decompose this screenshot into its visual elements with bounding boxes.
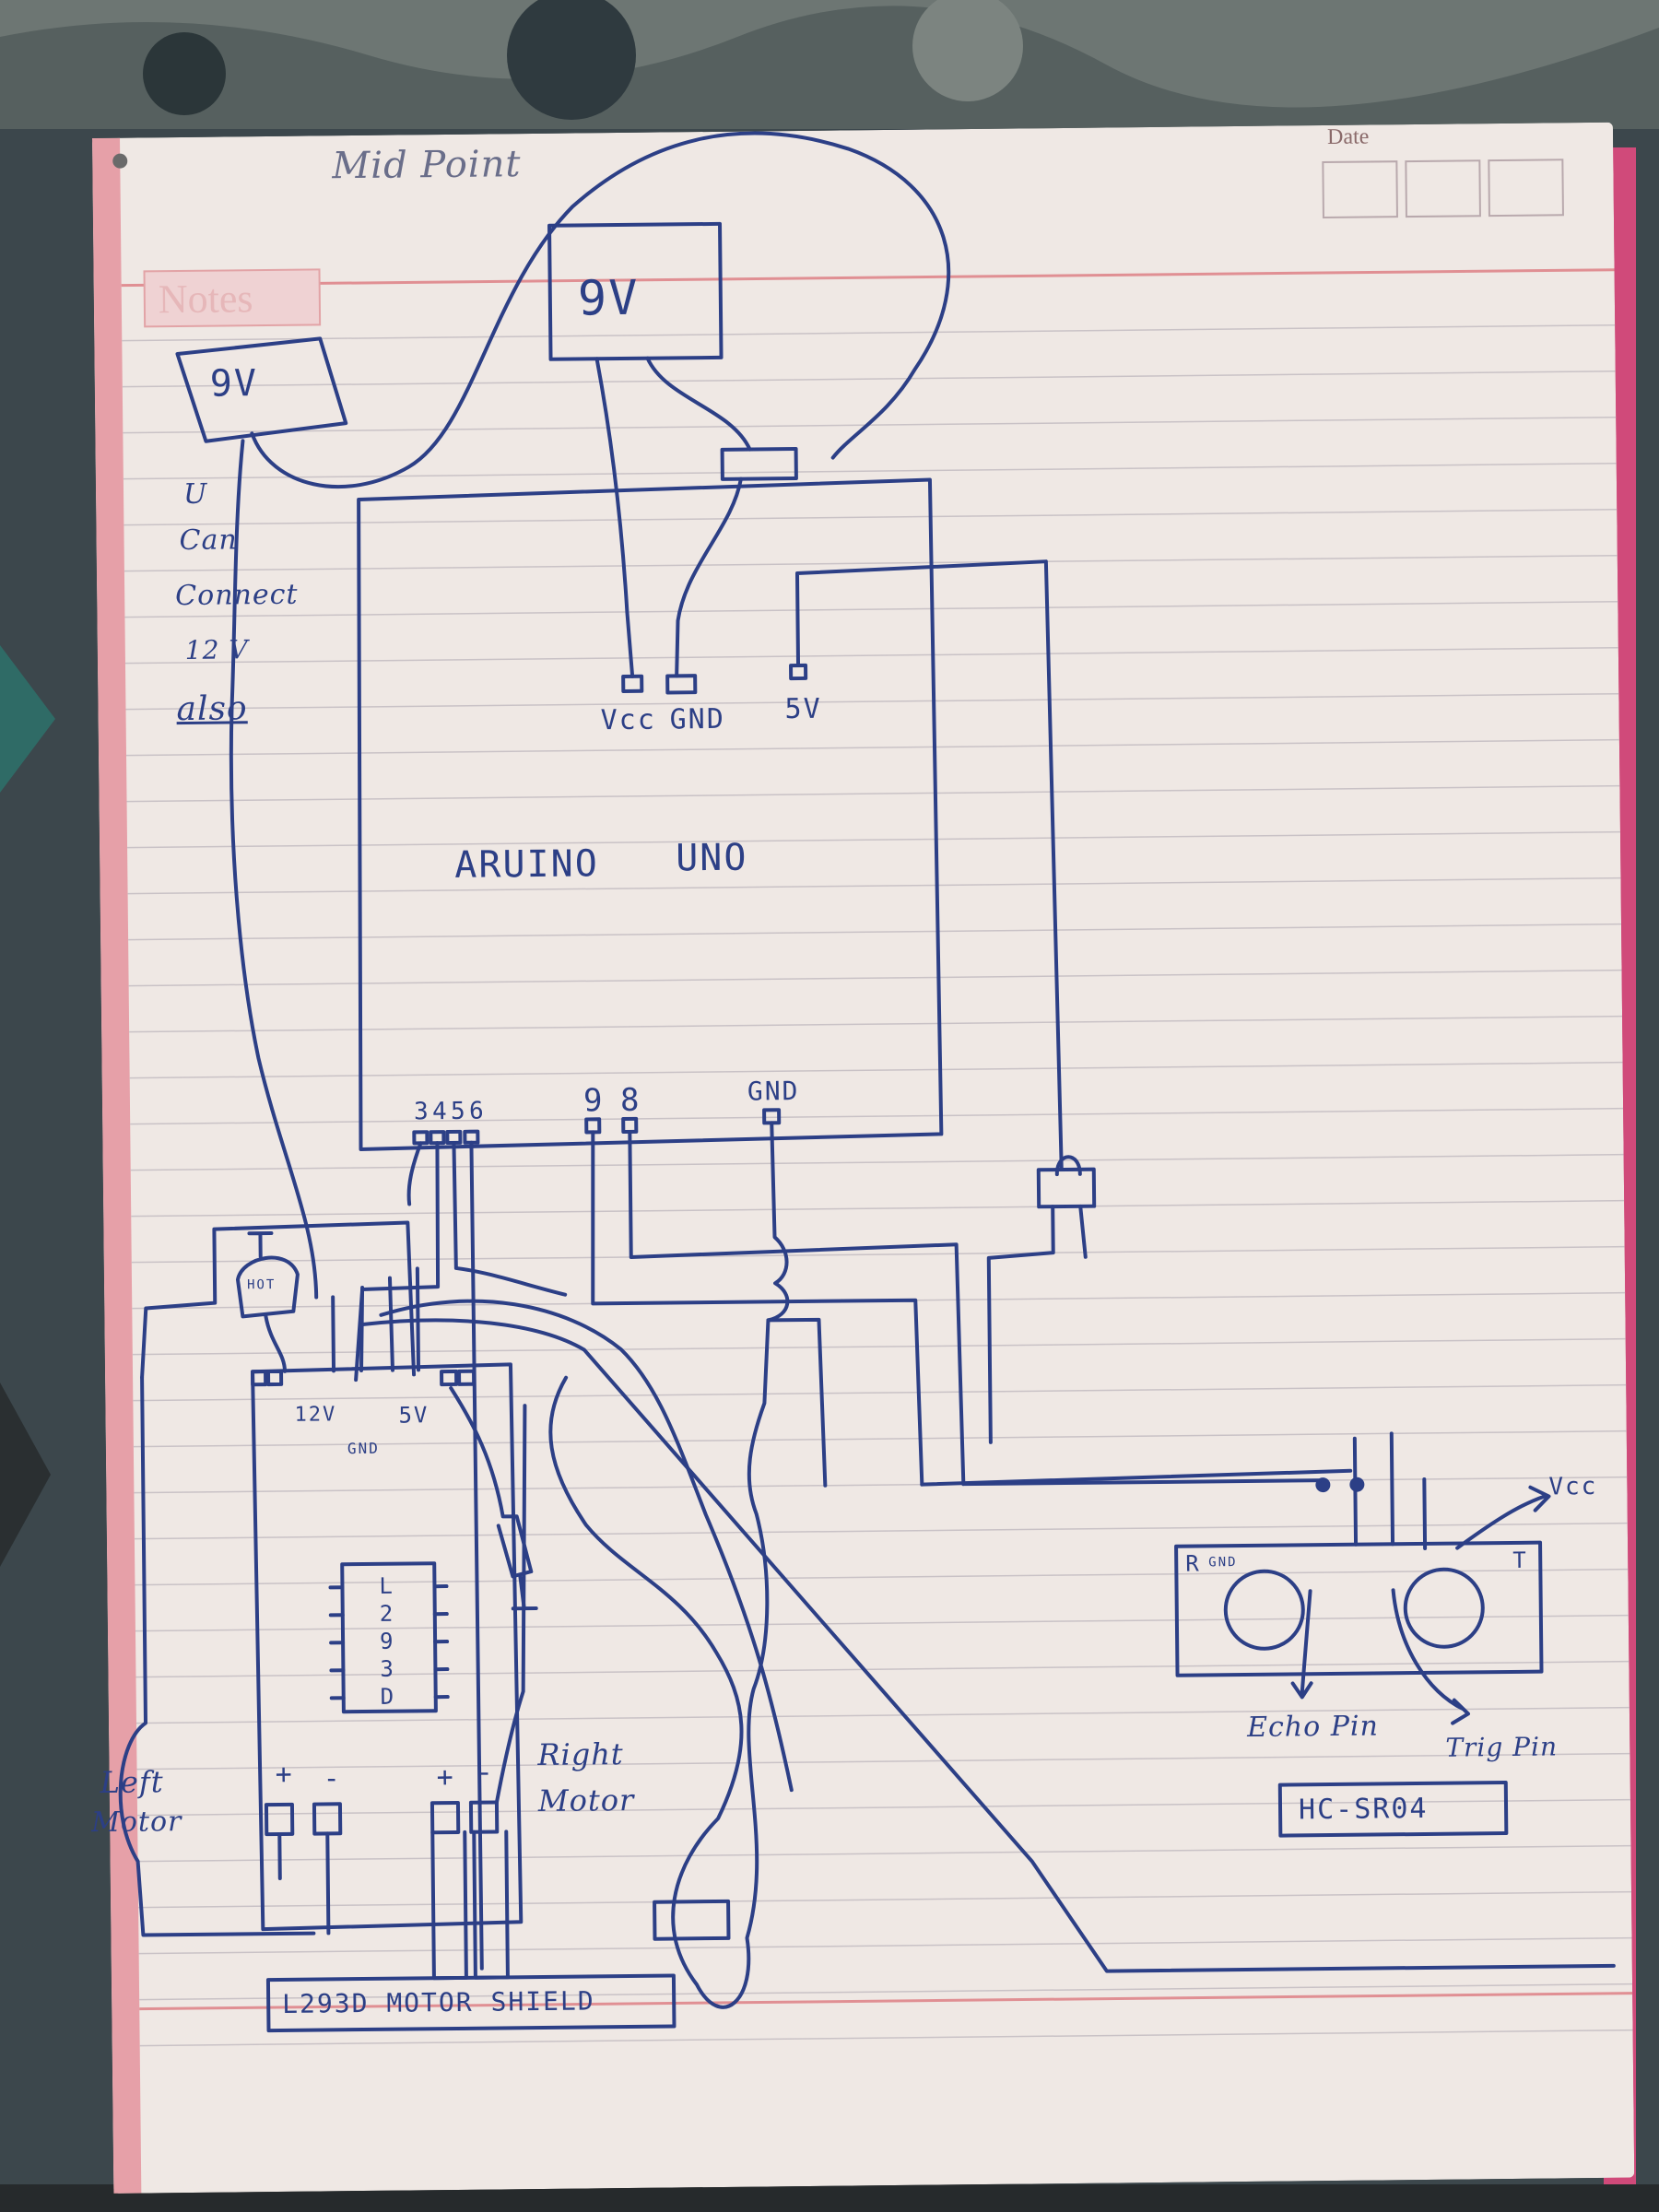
battery-top-label: 9V — [577, 270, 640, 327]
hot-label: HOT — [246, 1277, 276, 1293]
sensor-receiver — [1223, 1569, 1305, 1651]
shield-board — [251, 1362, 524, 1932]
wire-left-battery-loop — [250, 131, 951, 488]
sensor-t-label: T — [1512, 1547, 1528, 1573]
sensor-vcc-label: Vcc — [1548, 1472, 1598, 1501]
pin-label-gnd-bottom: GND — [747, 1076, 800, 1107]
right-motor-label-2: Motor — [537, 1782, 635, 1819]
pin-num-6: 6 — [468, 1097, 486, 1125]
left-motor-outline — [140, 1220, 417, 1380]
ruled-lines — [122, 324, 1633, 2047]
date-label: Date — [1326, 124, 1370, 149]
chip-letter-2: 2 — [379, 1600, 395, 1627]
right-motor-minus: - — [476, 1756, 495, 1789]
bottom-switch — [653, 1899, 731, 1941]
note-line-1: U — [182, 477, 208, 511]
capacitor — [449, 1385, 534, 1579]
arduino-title-a: ARUINO — [454, 842, 600, 887]
battery-left-box — [175, 336, 348, 443]
pin-gnd — [665, 674, 698, 695]
pin-num-8: 8 — [619, 1081, 641, 1120]
sensor-name: HC-SR04 — [1298, 1792, 1429, 1827]
date-boxes — [1322, 159, 1564, 219]
left-motor-plus: + — [275, 1758, 294, 1792]
wire-pin8 — [628, 1129, 966, 1487]
left-motor-label-1: Left — [100, 1764, 164, 1801]
notebook-page: Date Notes Mid Point 9V 9V U Can Connect… — [90, 122, 1635, 2194]
pin-label-vcc: Vcc — [600, 703, 657, 737]
echo-pin-label: Echo Pin — [1246, 1710, 1380, 1744]
wire-switch-gnd — [675, 477, 743, 678]
regulator — [235, 1255, 300, 1319]
chip-letter-1: L — [379, 1572, 395, 1599]
wiring — [118, 131, 1616, 2033]
right-motor-terminal-minus — [468, 1800, 500, 1834]
connector-vcc — [1036, 1167, 1097, 1209]
notes-label: Notes — [158, 276, 253, 323]
note-line-5: also — [176, 689, 248, 729]
wire-top-battery-switch — [645, 356, 752, 452]
right-motor-label-1: Right — [537, 1736, 624, 1773]
wire-gnd-bottom — [548, 1121, 790, 2009]
arduino-board — [357, 477, 944, 1152]
sketch-diagram — [92, 122, 1635, 2194]
trig-pin-label: Trig Pin — [1445, 1731, 1559, 1763]
pin-label-gnd: GND — [669, 702, 726, 736]
shield-label-box — [265, 1973, 677, 2033]
left-motor-label-2: Motor — [90, 1806, 182, 1840]
pin-label-5v: 5V — [784, 692, 822, 726]
pin-num-9: 9 — [582, 1082, 605, 1120]
hcsr04-label-box — [1277, 1781, 1509, 1838]
battery-left-label: 9V — [209, 362, 259, 406]
battery-top-box — [547, 221, 724, 361]
page-binding — [92, 137, 142, 2194]
chip-letter-3: 9 — [379, 1628, 395, 1654]
note-line-2: Can — [179, 524, 238, 558]
terminal-5v: 5V — [398, 1402, 429, 1429]
note-line-4: 12 V — [184, 634, 249, 665]
left-motor-minus: - — [323, 1762, 342, 1795]
terminal-12v: 12V — [294, 1403, 337, 1427]
pin-num-5: 5 — [450, 1097, 467, 1125]
pin-num-4: 4 — [431, 1098, 449, 1126]
wire-5v — [794, 559, 1064, 1172]
pin-num-3: 3 — [413, 1098, 430, 1126]
pin-vcc — [621, 674, 644, 693]
notes-tab — [143, 268, 322, 328]
sensor-gnd-label: GND — [1208, 1555, 1238, 1571]
sensor-transmitter — [1403, 1567, 1485, 1649]
wire-left-battery-down — [229, 439, 319, 1300]
right-motor-plus: + — [436, 1760, 455, 1794]
wire-pin9 — [591, 1130, 924, 1487]
terminal-gnd: GND — [347, 1439, 380, 1458]
binder-hole — [112, 153, 128, 169]
chip-letter-5: D — [380, 1683, 396, 1710]
right-motor-terminal-plus — [429, 1800, 461, 1835]
wire-top-battery-vcc — [594, 357, 635, 678]
hcsr04-board — [1174, 1540, 1544, 1677]
sensor-r-label: R — [1185, 1550, 1201, 1577]
note-line-3: Connect — [175, 578, 299, 613]
page-title: Mid Point — [332, 143, 522, 188]
shield-top-pads — [440, 1369, 459, 1387]
shield-name: L293D MOTOR SHIELD — [282, 1985, 595, 2019]
chip-letter-4: 3 — [380, 1655, 396, 1682]
arduino-title-b: UNO — [675, 836, 748, 880]
l293d-chip — [340, 1561, 438, 1714]
header-line — [121, 268, 1615, 288]
switch-block — [720, 447, 798, 481]
footer-line — [139, 1992, 1633, 2011]
